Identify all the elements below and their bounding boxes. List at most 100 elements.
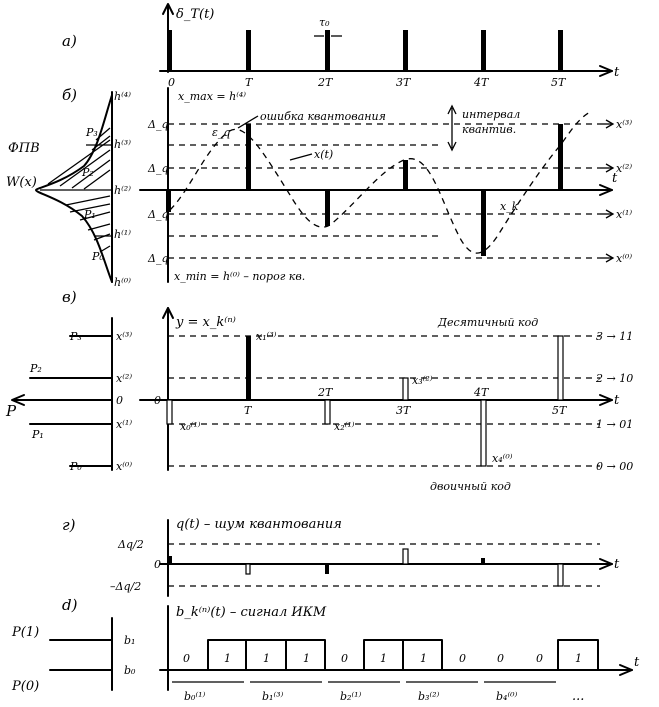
signal-curve xyxy=(169,111,591,254)
code-2: 2 → 10 xyxy=(595,372,633,385)
eq-label: ε_q xyxy=(212,126,230,139)
b-sample-4 xyxy=(481,190,486,256)
h4-label: h⁽⁴⁾ xyxy=(114,90,131,103)
panel-a-y-arrow xyxy=(162,3,174,15)
bit-10: 1 xyxy=(575,652,582,665)
v-sample-5 xyxy=(557,335,564,401)
word-0: b₀⁽¹⁾ xyxy=(184,690,206,703)
bit-2: 1 xyxy=(263,652,270,665)
dq-label-3: Δ_q xyxy=(147,208,169,221)
xmin-label: x_min = h⁽⁰⁾ – порог кв. xyxy=(174,270,305,283)
word-2: b₂⁽¹⁾ xyxy=(340,690,362,703)
bit-1: 1 xyxy=(224,652,231,665)
panel-a-t-arrow xyxy=(599,65,613,77)
binary-code-label: двоичный код xyxy=(430,480,511,493)
p1-label: P₁ xyxy=(83,208,96,221)
a-tick-1: T xyxy=(245,76,254,89)
dq-label-4: Δ_q xyxy=(147,252,169,265)
decimal-code-label: Десятичный код xyxy=(437,316,538,329)
p3-label: P₃ xyxy=(85,126,98,139)
b-x0-label: x⁽⁰⁾ xyxy=(616,252,632,265)
pcm-pulses xyxy=(207,639,599,671)
panel-d-t-label: t xyxy=(634,655,640,670)
noise-2 xyxy=(325,564,329,574)
noise-title: q(t) – шум квантования xyxy=(176,517,342,532)
p0-label: P₀ xyxy=(91,250,104,263)
panel-b-t-label: t xyxy=(612,171,618,186)
bit-0: 0 xyxy=(183,652,190,665)
panel-a: а) δ_T(t) t τ₀ 0 T 2T 3T 4T 5T xyxy=(62,3,620,89)
pulse-2 xyxy=(325,30,330,71)
b-x3-label: x⁽³⁾ xyxy=(616,118,632,131)
dq-label-2: Δ_q xyxy=(147,162,169,175)
h3-label: h⁽³⁾ xyxy=(114,138,131,151)
b-sample-5 xyxy=(558,124,563,190)
v-sample-4 xyxy=(480,399,487,467)
xk-label: x_k xyxy=(500,200,519,213)
xmax-label: x_max = h⁽⁴⁾ xyxy=(178,90,246,103)
g-zero: 0 xyxy=(154,558,161,571)
noise-1 xyxy=(245,563,251,575)
noise-0 xyxy=(168,556,172,564)
noise-4 xyxy=(481,558,485,564)
panel-v: в) y = x_k⁽ⁿ⁾ t P P₃ P₂ P₁ P₀ x⁽³⁾ x⁽²⁾ … xyxy=(5,288,633,493)
pdf-curve xyxy=(35,94,113,283)
P0-label-d: P(0) xyxy=(11,679,39,694)
p-label: P xyxy=(5,402,17,420)
interval-label-1: интервал xyxy=(462,108,520,121)
dq-half-pos: Δq/2 xyxy=(117,538,144,551)
pulse-1 xyxy=(246,30,251,71)
sample-label-0: x₀⁽¹⁾ xyxy=(180,420,201,433)
v-x0-label: x⁽⁰⁾ xyxy=(116,460,132,473)
interval-label-2: квантив. xyxy=(462,123,516,136)
panel-b-t-arrow xyxy=(599,184,613,196)
fpv-label: ФПВ xyxy=(8,141,40,156)
panel-v-t-label: t xyxy=(614,393,620,408)
v-sample-3 xyxy=(402,377,409,401)
b-sample-0 xyxy=(166,190,171,212)
word-3: b₃⁽²⁾ xyxy=(418,690,440,703)
tau-label: τ₀ xyxy=(319,16,330,29)
sample-label-4: x₄⁽⁰⁾ xyxy=(492,452,513,465)
b-x1-label: x⁽¹⁾ xyxy=(616,208,632,221)
sample-label-3: x₃⁽²⁾ xyxy=(412,374,433,387)
bit-4: 0 xyxy=(341,652,348,665)
panel-b-tag: б) xyxy=(62,86,77,104)
b-sample-2 xyxy=(325,190,330,226)
a-tick-4: 4T xyxy=(473,76,490,89)
dq-half-neg: –Δq/2 xyxy=(110,580,141,593)
sample-label-2: x₂⁽¹⁾ xyxy=(334,420,355,433)
panel-a-tag: а) xyxy=(62,32,77,50)
pdf-hatch xyxy=(47,127,111,253)
bit-7: 0 xyxy=(459,652,466,665)
noise-5 xyxy=(557,563,564,587)
a-tick-5: 5T xyxy=(551,76,567,89)
b-sample-1 xyxy=(246,124,251,190)
panel-g-t-label: t xyxy=(614,557,620,572)
qerr-pointer xyxy=(237,115,259,129)
v-sample-1 xyxy=(246,336,251,400)
h0-label: h⁽⁰⁾ xyxy=(114,276,131,289)
v-origin-zero: 0 xyxy=(154,394,161,407)
P3-label: P₃ xyxy=(69,330,82,343)
sample-label-1: x₁⁽³⁾ xyxy=(256,330,277,343)
panel-d: d) b_k⁽ⁿ⁾(t) – сигнал ИКМ t P(1) P(0) b₁… xyxy=(11,596,640,704)
ellipsis: ... xyxy=(572,689,584,704)
b1-label: b₁ xyxy=(124,634,135,647)
word-1: b₁⁽³⁾ xyxy=(262,690,284,703)
bit-3: 1 xyxy=(303,652,310,665)
v-tick-2: 2T xyxy=(317,386,334,399)
P2-label: P₂ xyxy=(29,362,42,375)
b0-label: b₀ xyxy=(124,664,136,677)
v-x2-label: x⁽²⁾ xyxy=(116,372,132,385)
code-3: 3 → 11 xyxy=(596,330,633,343)
panel-g-tag: г) xyxy=(62,516,76,534)
a-tick-3: 3T xyxy=(396,76,412,89)
pulse-5 xyxy=(558,30,563,71)
v-sample-2 xyxy=(324,399,331,425)
b-x2-label: x⁽²⁾ xyxy=(616,162,632,175)
v-x3-label: x⁽³⁾ xyxy=(116,330,132,343)
panel-a-t-label: t xyxy=(614,65,620,80)
